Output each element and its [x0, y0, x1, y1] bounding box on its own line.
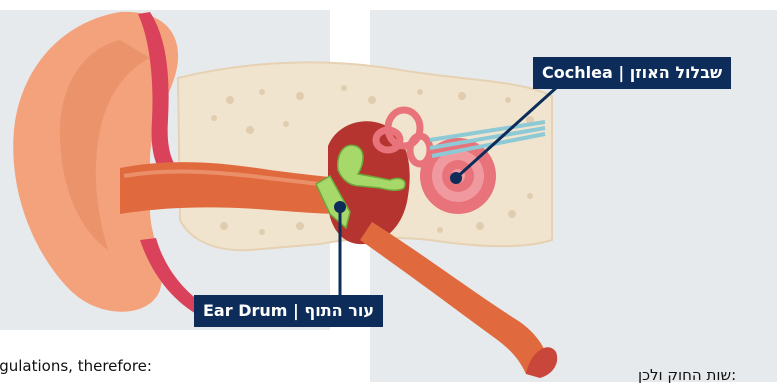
footer-text-right: שות החוק ולכן: — [638, 366, 736, 384]
footer-text-left: egulations, therefore: — [0, 357, 152, 375]
cochlea-label: Cochlea | שבלול האוזן — [533, 57, 731, 89]
eardrum-label: Ear Drum | עור התוף — [194, 295, 383, 327]
eardrum-pointer-dot — [334, 201, 346, 213]
cochlea-pointer-dot — [450, 172, 462, 184]
